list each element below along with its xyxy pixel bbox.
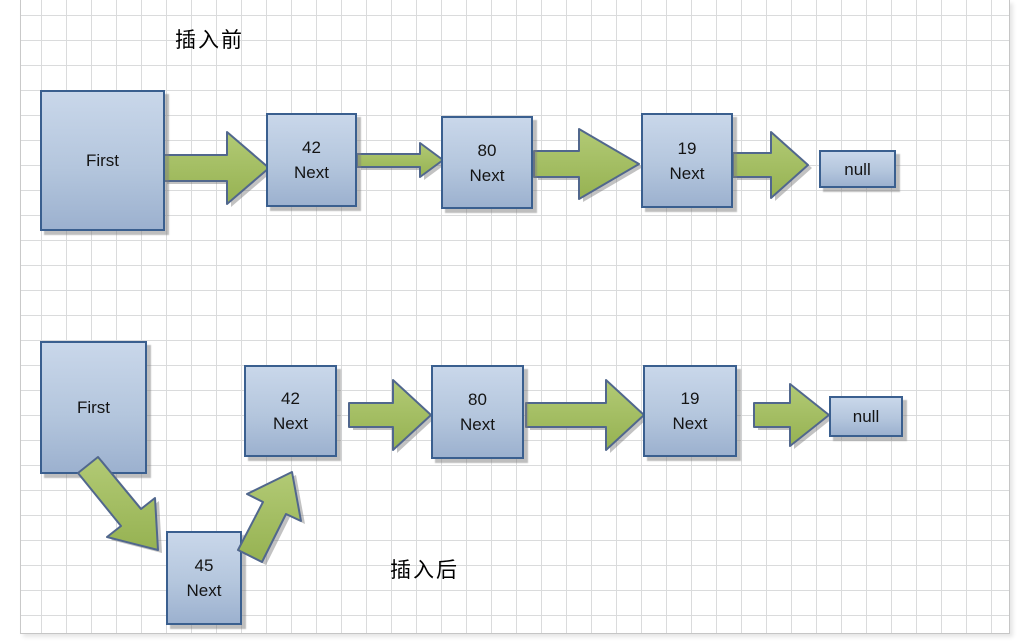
caption-after: 插入后 xyxy=(390,558,459,582)
node-label: null xyxy=(852,407,880,426)
node-pointer: Next xyxy=(294,163,329,182)
node-label: null xyxy=(844,159,871,179)
node-pointer: Next xyxy=(672,414,708,433)
caption-before: 插入前 xyxy=(175,28,244,52)
node-value: 80 xyxy=(468,390,487,409)
node-pointer: Next xyxy=(186,581,222,600)
node-value: 42 xyxy=(302,138,321,157)
node-80-before: 80 Next xyxy=(441,116,533,209)
node-value: 45 xyxy=(194,556,214,575)
arrow-before-first-to-42 xyxy=(162,130,277,210)
node-19-before: 19 Next xyxy=(641,113,733,208)
node-value: 19 xyxy=(677,138,697,158)
node-42-after: 42 Next xyxy=(244,365,337,457)
node-null-after: null xyxy=(829,396,903,437)
node-42-before: 42 Next xyxy=(266,113,357,207)
arrow-after-80-to-19 xyxy=(525,378,652,458)
node-first-after: First xyxy=(40,341,147,474)
arrow-before-80-to-19 xyxy=(533,127,646,207)
arrow-before-42-to-80 xyxy=(356,142,451,186)
node-label: First xyxy=(76,398,111,417)
node-80-after: 80 Next xyxy=(431,365,524,459)
node-pointer: Next xyxy=(669,163,705,183)
node-pointer: Next xyxy=(273,414,308,433)
arrow-after-45-to-42 xyxy=(235,455,311,571)
arrow-after-19-to-null xyxy=(753,382,838,454)
node-first-before: First xyxy=(40,90,165,231)
node-value: 80 xyxy=(477,140,497,160)
grid-canvas xyxy=(20,0,1010,634)
arrow-after-42-to-80 xyxy=(348,378,439,458)
node-value: 19 xyxy=(680,389,700,408)
arrow-before-19-to-null xyxy=(732,131,817,205)
node-label: First xyxy=(85,151,120,170)
node-45-after-inserted: 45 Next xyxy=(166,531,242,625)
node-19-after: 19 Next xyxy=(643,365,737,457)
node-value: 42 xyxy=(281,389,300,408)
node-pointer: Next xyxy=(460,415,495,434)
node-null-before: null xyxy=(819,150,896,188)
node-pointer: Next xyxy=(469,165,505,185)
arrow-after-first-to-45 xyxy=(70,445,170,563)
